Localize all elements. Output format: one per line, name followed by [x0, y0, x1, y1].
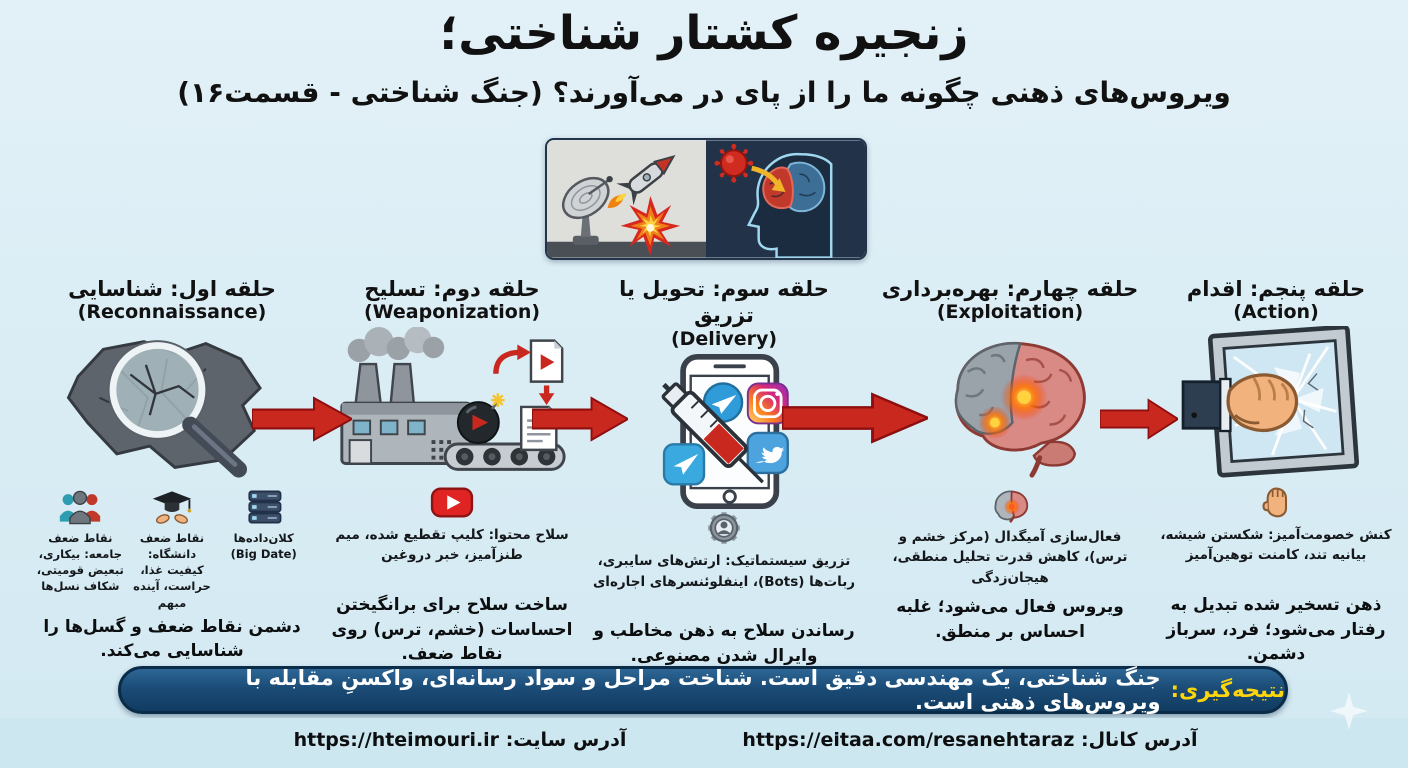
telegram-square-icon	[662, 443, 706, 486]
stage-summary: ساخت سلاح برای برانگیختن احساسات (خشم، ت…	[331, 595, 573, 665]
university-graduation-icon	[152, 491, 192, 524]
stage-title-fa: حلقه چهارم: بهره‌برداری	[881, 277, 1139, 301]
sub-item-bigdata: کلان‌داده‌ها (Big Date)	[219, 487, 308, 610]
stage-title-fa: حلقه سوم: تحویل یا تزریق	[619, 277, 829, 328]
stage-caption: تزریق سیستماتیک: ارتش‌های سایبری، ربات‌ه…	[592, 553, 856, 590]
sub-item-university: نقاط ضعف دانشگاه: کیفیت غذا، حراست، آیند…	[128, 487, 217, 610]
footer-strip	[0, 718, 1408, 768]
site-label: آدرس سایت:	[505, 729, 627, 751]
stage-delivery: حلقه سوم: تحویل یا تزریق (Delivery)	[590, 276, 858, 666]
stage-title-en: (Weaponization)	[363, 301, 541, 324]
stage-title-fa: حلقه پنجم: اقدام	[1186, 277, 1366, 301]
stage-title-en: (Exploitation)	[936, 301, 1084, 324]
conclusion-label: نتیجه‌گیری:	[1170, 678, 1285, 702]
conclusion-banner: نتیجه‌گیری: جنگ شناختی، یک مهندسی دقیق ا…	[118, 666, 1288, 714]
stage-summary: ذهن تسخیر شده تبدیل به رفتار می‌شود؛ فرد…	[1166, 595, 1386, 665]
channel-url: https://eitaa.com/resanehtaraz	[742, 729, 1075, 751]
instagram-icon	[746, 382, 789, 425]
gear-bot-icon	[703, 509, 745, 547]
stage-weaponization: حلقه دوم: تسلیح (Weaponization)	[318, 276, 586, 664]
stage-caption: فعال‌سازی آمیگدال (مرکز خشم و ترس)، کاهش…	[892, 529, 1128, 586]
iran-map-magnifier-icon	[57, 327, 287, 483]
bomb-icon	[456, 393, 505, 445]
sub-item-society: نقاط ضعف جامعه: بیکاری، تبعیض قومیتی، شک…	[36, 487, 125, 610]
stage-summary: رساندن سلاح به ذهن مخاطب و وایرال شدن مص…	[593, 621, 855, 667]
conclusion-text: جنگ شناختی، یک مهندسی دقیق است. شناخت مر…	[245, 666, 1161, 714]
stage-caption: کنش خصومت‌آمیز: شکستن شیشه، بیانیه تند، …	[1160, 527, 1392, 564]
fist-broken-window-icon	[1181, 326, 1371, 483]
syringe-icon	[661, 382, 764, 484]
stage-title-fa: حلقه دوم: تسلیح	[364, 277, 540, 301]
stage-summary: ویروس فعال می‌شود؛ غلبه احساس بر منطق.	[896, 597, 1124, 642]
brain-activated-icon	[903, 327, 1118, 483]
stage-title-en: (Reconnaissance)	[77, 301, 267, 324]
footer-site: آدرس سایت: https://hteimouri.ir	[250, 729, 670, 751]
channel-label: آدرس کانال:	[1081, 729, 1198, 751]
mini-brain-icon	[988, 483, 1032, 524]
factory-icon	[326, 327, 578, 483]
twitter-icon	[746, 431, 789, 474]
mini-fist-icon	[1256, 483, 1296, 521]
flow-arrow-3	[780, 392, 932, 444]
explosion-icon	[620, 196, 681, 256]
youtube-icon	[429, 483, 475, 521]
virus-icon	[714, 143, 754, 183]
missile-attack-icon	[547, 140, 706, 258]
stage-reconnaissance: حلقه اول: شناسایی (Reconnaissance)	[36, 276, 308, 664]
stage-title-fa: حلقه اول: شناسایی	[68, 277, 276, 301]
society-people-icon	[60, 490, 101, 525]
syringe-phone-icon	[624, 353, 824, 509]
virus-brain-icon	[706, 140, 865, 258]
page-subtitle: ویروس‌های ذهنی چگونه ما را از پای در می‌…	[177, 76, 1231, 109]
stage1-sub-items: کلان‌داده‌ها (Big Date) نقاط ضعف دانشگاه…	[36, 487, 308, 610]
sub-caption: نقاط ضعف جامعه: بیکاری، تبعیض قومیتی، شک…	[36, 531, 124, 594]
big-data-servers-icon	[248, 490, 282, 524]
flow-arrow-2	[531, 396, 631, 442]
sparkle-icon	[1328, 690, 1370, 732]
stage-caption: سلاح محتوا: کلیپ تقطیع شده، میم طنزآمیز،…	[335, 527, 569, 564]
stage-exploitation: حلقه چهارم: بهره‌برداری (Exploitation) ف…	[876, 276, 1144, 664]
rocket-icon	[607, 154, 676, 208]
media-file-icon	[529, 339, 564, 383]
stage-action: حلقه پنجم: اقدام (Action)	[1150, 276, 1402, 664]
flow-arrow-4	[1099, 398, 1180, 440]
stage-title-en: (Action)	[1233, 301, 1319, 324]
sub-caption: کلان‌داده‌ها (Big Date)	[230, 531, 297, 562]
stage-summary: دشمن نقاط ضعف و گسل‌ها را شناسایی می‌کند…	[43, 616, 301, 662]
satellite-dish-icon	[561, 175, 613, 245]
flow-arrow-1	[251, 396, 355, 442]
site-url: https://hteimouri.ir	[293, 729, 500, 751]
page-title: زنجیره کشتار شناختی؛	[439, 6, 970, 61]
arrow-into-brain	[751, 165, 780, 186]
hero-illustration	[545, 138, 867, 260]
footer-channel: آدرس کانال: https://eitaa.com/resanehtar…	[700, 729, 1240, 751]
stage-title-en: (Delivery)	[670, 327, 778, 350]
sub-caption: نقاط ضعف دانشگاه: کیفیت غذا، حراست، آیند…	[133, 531, 211, 610]
